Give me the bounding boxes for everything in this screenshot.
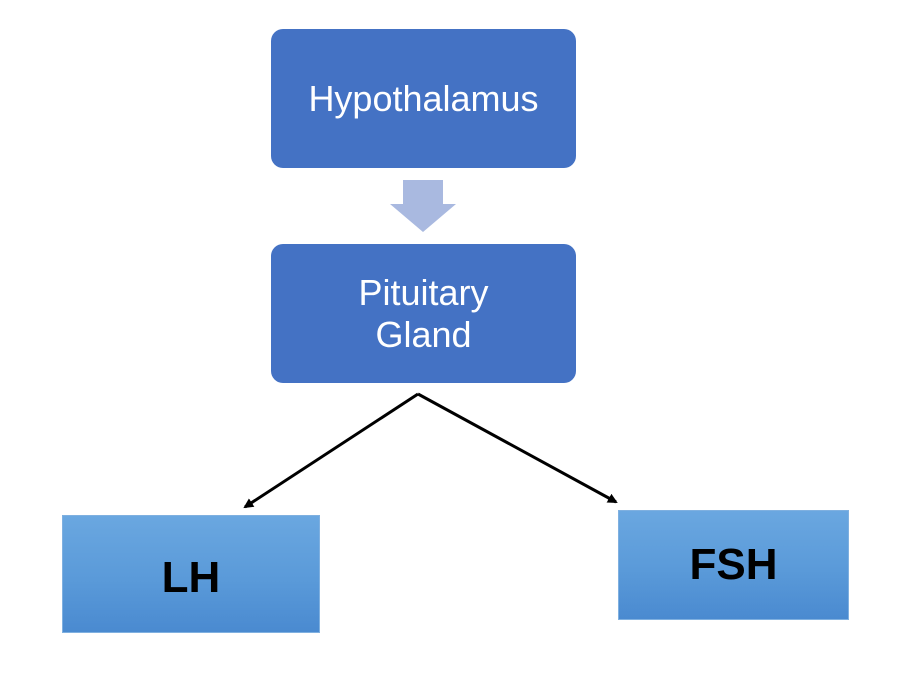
- pituitary-gland-node: Pituitary Gland: [271, 244, 576, 383]
- fsh-label: FSH: [689, 540, 778, 589]
- hypothalamus-node: Hypothalamus: [271, 29, 576, 168]
- hypothalamus-label: Hypothalamus: [308, 77, 539, 119]
- lh-node: LH: [62, 515, 320, 633]
- fsh-node: FSH: [618, 510, 849, 620]
- connector-pituitary-to-fsh: [417, 392, 618, 504]
- pituitary-gland-label: Pituitary Gland: [358, 271, 489, 355]
- connector-pituitary-to-lh: [243, 392, 419, 509]
- lh-label: LH: [161, 553, 221, 602]
- down-block-arrow: [390, 180, 456, 232]
